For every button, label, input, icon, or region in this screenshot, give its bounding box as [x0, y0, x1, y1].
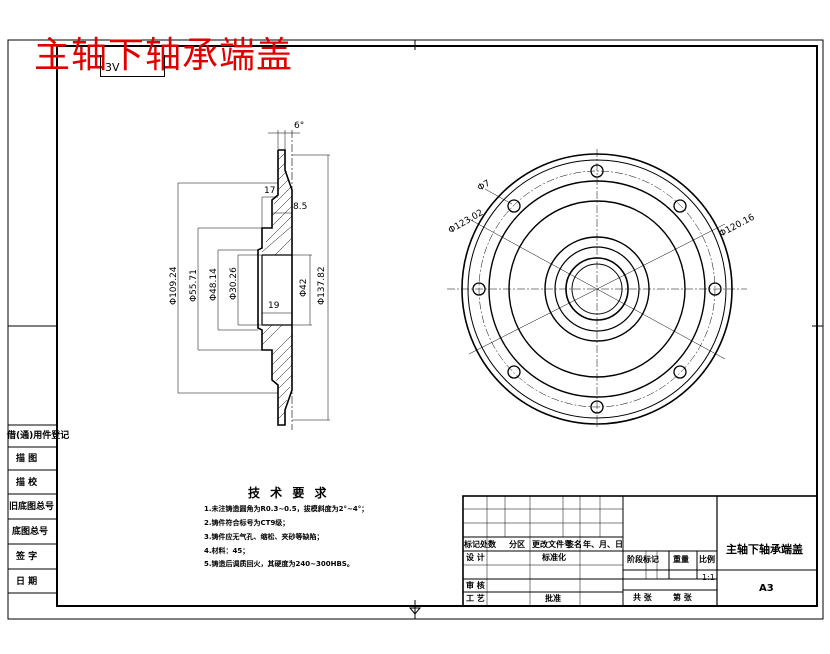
title-block-zone: 分区: [509, 540, 525, 549]
dim-len-17: 17: [264, 186, 276, 196]
title-block-signature: 签名: [566, 540, 582, 549]
side-label-trace-check: 描 校: [16, 478, 38, 488]
tech-req-item-4: 4.材料：45；: [204, 547, 250, 555]
title-block-sheet-no: 第 张: [673, 593, 692, 602]
side-label-signature: 签 字: [16, 552, 38, 562]
title-block-approve: 批准: [545, 594, 561, 603]
dim-d137: Φ137.82: [317, 266, 327, 305]
tech-req-item-5: 5.铸造后调质回火，其硬度为240~300HBS。: [204, 560, 354, 568]
front-view: [447, 149, 747, 429]
dim-d109: Φ109.24: [169, 266, 179, 305]
title-block-weight: 重量: [673, 555, 689, 564]
title-block-total-sheets: 共 张: [633, 593, 652, 602]
title-block-scale: 1:1: [702, 573, 715, 582]
section-view: [177, 130, 330, 430]
title-block-stage-mark: 阶段标记: [627, 555, 659, 564]
title-block-scale-label: 比例: [699, 555, 715, 564]
title-block-part-name: 主轴下轴承端盖: [726, 543, 803, 556]
title-block-standardize: 标准化: [542, 553, 566, 562]
dim-len-19: 19: [268, 301, 280, 311]
tech-req-item-1: 1.未注铸造圆角为R0.3~0.5，拔模斜度为2°~4°；: [204, 505, 369, 513]
dim-d30: Φ30.26: [229, 267, 239, 300]
title-block-design: 设 计: [466, 553, 485, 562]
title-block-process: 工 艺: [466, 594, 485, 603]
side-label-tracing: 描 图: [16, 454, 38, 464]
side-label-old-base-no: 旧底图总号: [9, 502, 55, 512]
title-block-grid: [462, 495, 818, 607]
dim-len-8-5: 8.5: [293, 202, 308, 212]
title-block-date: 年、月、日: [583, 540, 623, 549]
title-block-review: 审 核: [466, 581, 485, 590]
dim-angle: 6°: [294, 121, 305, 131]
tech-req-item-3: 3.铸件应无气孔、缩松、夹砂等缺陷；: [204, 533, 324, 541]
title-block-marks: 标记处数: [464, 540, 496, 549]
title-block-change-doc: 更改文件号: [532, 540, 572, 549]
side-label-table: [7, 424, 58, 594]
title-block-sheet-size: A3: [759, 583, 774, 594]
dim-d55: Φ55.71: [189, 269, 199, 302]
tech-req-heading: 技 术 要 求: [248, 486, 330, 500]
tech-req-item-2: 2.铸件符合标号为CT9级；: [204, 519, 290, 527]
dim-d48: Φ48.14: [209, 268, 219, 301]
drawing-title: 主轴下轴承端盖: [34, 35, 294, 76]
drawing-code-box: 3V: [100, 55, 165, 77]
side-label-base-no: 底图总号: [12, 527, 49, 537]
dim-d42: Φ42: [299, 278, 309, 297]
side-label-date: 日 期: [16, 577, 38, 587]
side-label-shared-parts: 借(通)用件登记: [7, 431, 70, 441]
